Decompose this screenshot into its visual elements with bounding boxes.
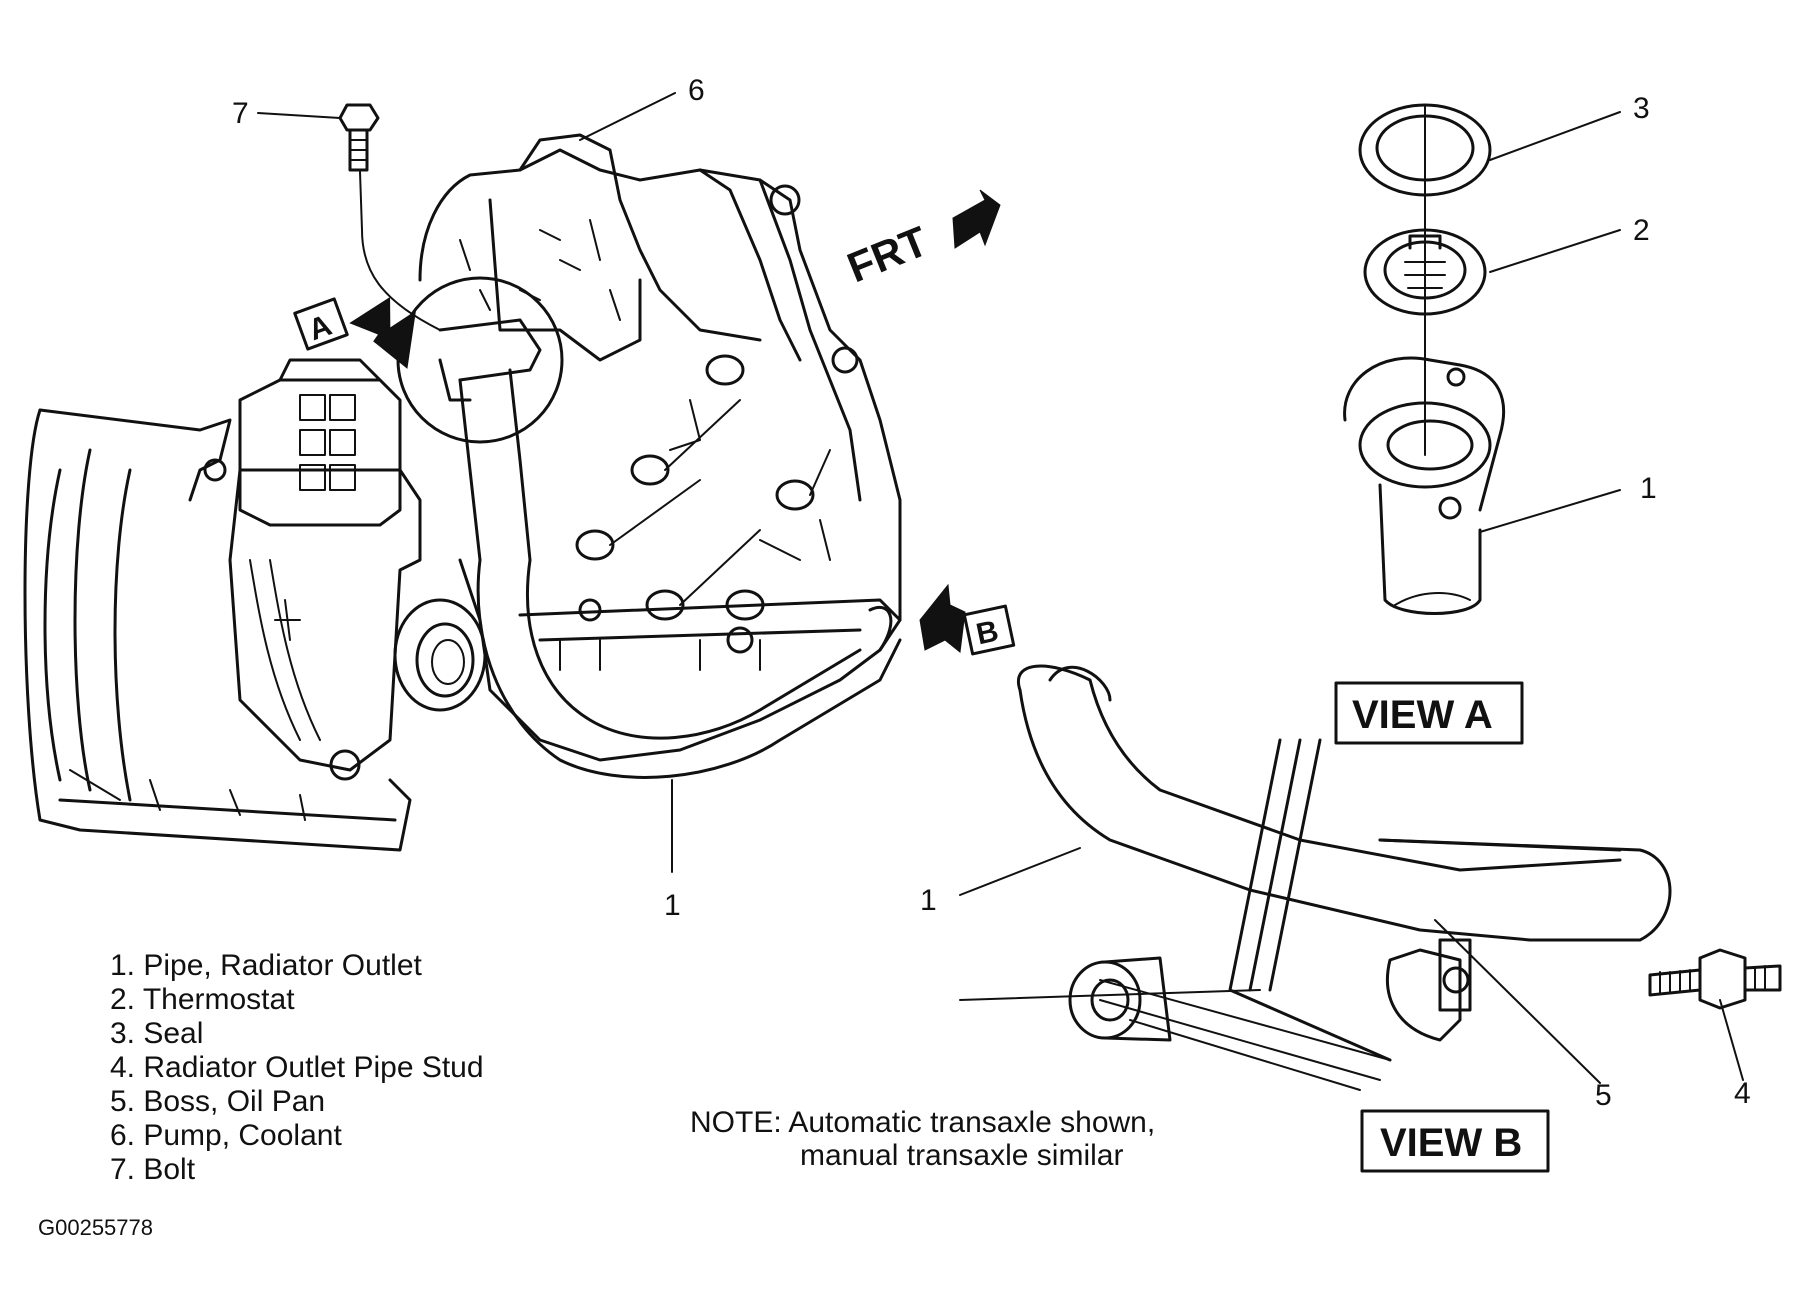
note-line-1: NOTE: Automatic transaxle shown, (690, 1106, 1155, 1139)
callout-3: 3 (1633, 92, 1650, 125)
parts-legend: 1. Pipe, Radiator Outlet 2. Thermostat 3… (110, 949, 484, 1186)
front-direction-indicator: FRT (841, 189, 1001, 291)
view-b-label: VIEW B (1380, 1121, 1522, 1165)
legend-item-3: 3. Seal (110, 1017, 203, 1050)
legend-item-7: 7. Bolt (110, 1153, 196, 1186)
legend-item-5: 5. Boss, Oil Pan (110, 1085, 325, 1118)
note-line-2: manual transaxle similar (800, 1139, 1123, 1172)
callout-1-view-b: 1 (920, 884, 937, 917)
callout-5: 5 (1595, 1079, 1612, 1112)
legend-item-2: 2. Thermostat (110, 983, 295, 1016)
legend-item-4: 4. Radiator Outlet Pipe Stud (110, 1051, 484, 1084)
view-b-marker: B (919, 583, 1016, 656)
arrow-icon (349, 296, 416, 369)
bolt-item-7 (338, 103, 380, 172)
view-a-marker: A (293, 296, 416, 369)
view-b-label-box: VIEW B (1360, 1109, 1550, 1173)
callout-6: 6 (688, 74, 705, 107)
front-arrow-icon (952, 189, 1001, 249)
callout-7: 7 (232, 97, 249, 130)
svg-text:B: B (973, 615, 1001, 652)
callout-4: 4 (1734, 1077, 1751, 1110)
callout-1-view-a: 1 (1640, 472, 1657, 505)
view-b-pipe-illustration (959, 664, 1782, 1091)
callout-1-main: 1 (664, 889, 681, 922)
frt-label: FRT (841, 217, 935, 291)
legend-item-6: 6. Pump, Coolant (110, 1119, 342, 1152)
callout-leaders (257, 92, 1744, 1084)
engine-assembly-illustration (23, 133, 902, 852)
note-block: NOTE: Automatic transaxle shown, manual … (690, 1106, 1155, 1172)
legend-item-1: 1. Pipe, Radiator Outlet (110, 949, 423, 982)
arrow-icon (919, 583, 966, 653)
view-a-label: VIEW A (1352, 693, 1493, 737)
view-a-label-box: VIEW A (1334, 681, 1524, 745)
figure-code: G00255778 (38, 1215, 153, 1240)
svg-text:A: A (304, 309, 336, 347)
callout-2: 2 (1633, 214, 1650, 247)
view-a-thermostat-illustration (1343, 103, 1506, 615)
